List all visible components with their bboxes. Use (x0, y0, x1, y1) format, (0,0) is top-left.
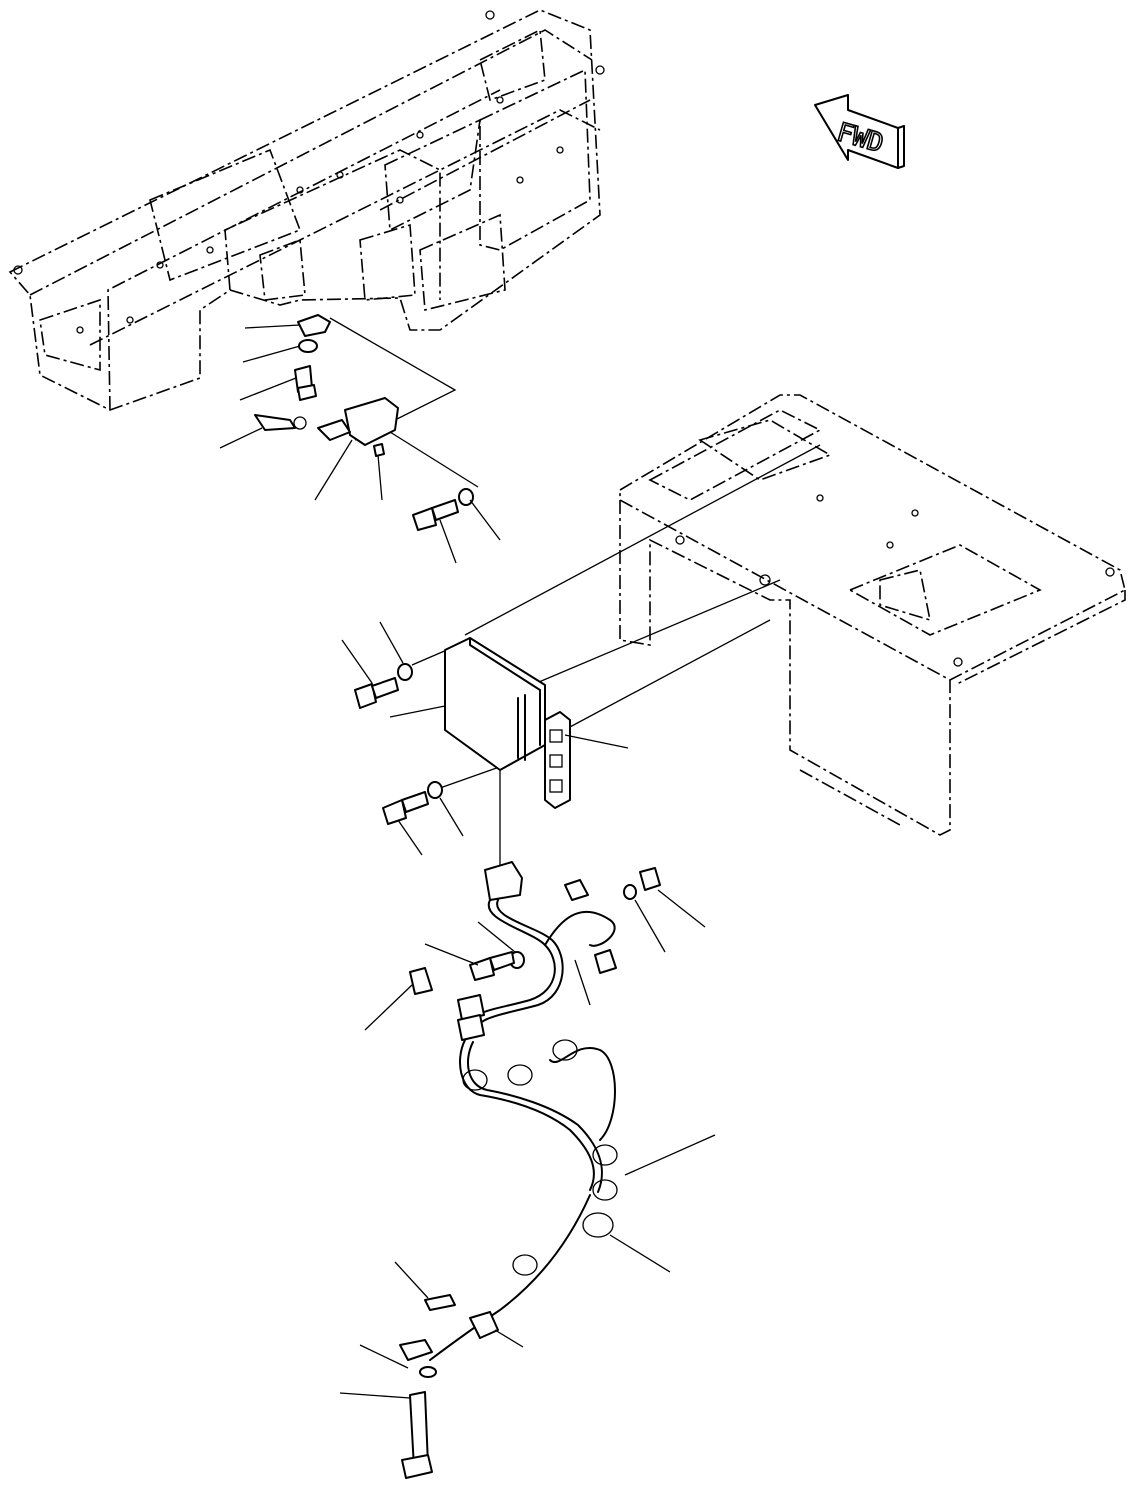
wiring-harness (399, 770, 661, 1479)
forward-arrow-icon (814, 94, 899, 169)
leader-lines (219, 324, 716, 1399)
seat-frame (619, 394, 1126, 836)
fwd-marker: FWD (814, 94, 905, 169)
dashboard-frame (8, 9, 605, 411)
upper-parts (254, 314, 479, 531)
controller-box (354, 444, 821, 825)
